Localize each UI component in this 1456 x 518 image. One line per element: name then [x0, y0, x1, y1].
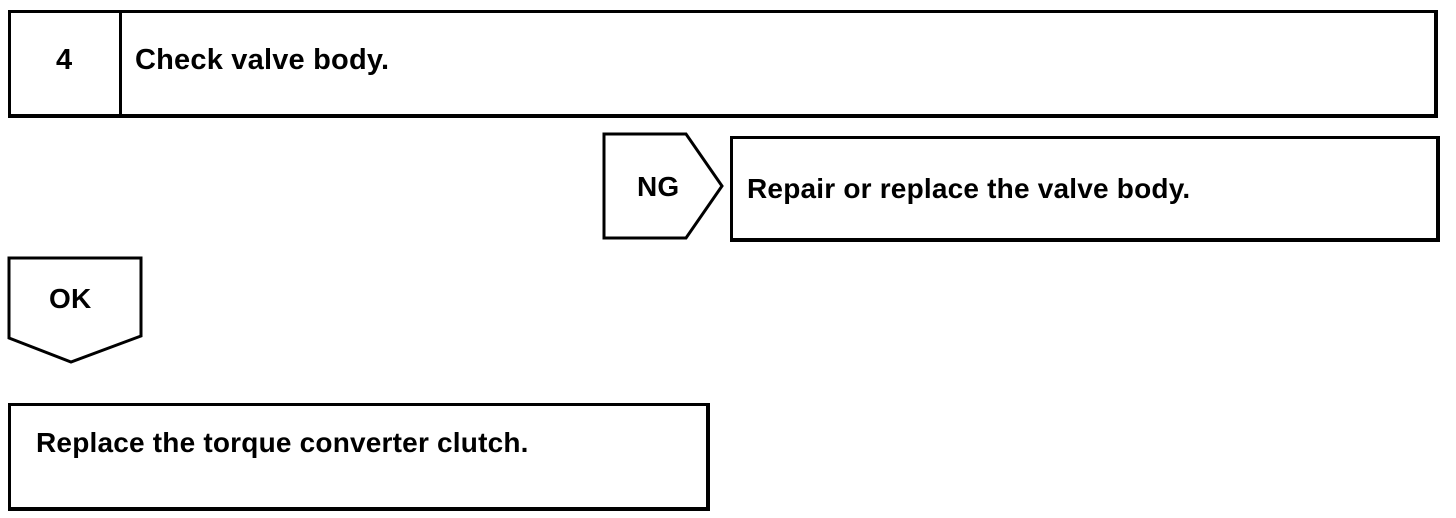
step-header-box — [8, 10, 1438, 118]
ok-action-box — [8, 403, 710, 511]
step-title: Check valve body. — [135, 44, 390, 76]
ok-arrow-shape — [7, 256, 143, 364]
step-number: 4 — [56, 44, 73, 76]
ok-label: OK — [49, 283, 92, 314]
step-number-divider — [119, 10, 122, 116]
ng-label: NG — [637, 171, 680, 202]
ng-action-box — [730, 136, 1440, 242]
ng-action-text: Repair or replace the valve body. — [747, 173, 1191, 204]
ok-action-text: Replace the torque converter clutch. — [36, 427, 529, 458]
ng-arrow-shape — [602, 132, 724, 240]
